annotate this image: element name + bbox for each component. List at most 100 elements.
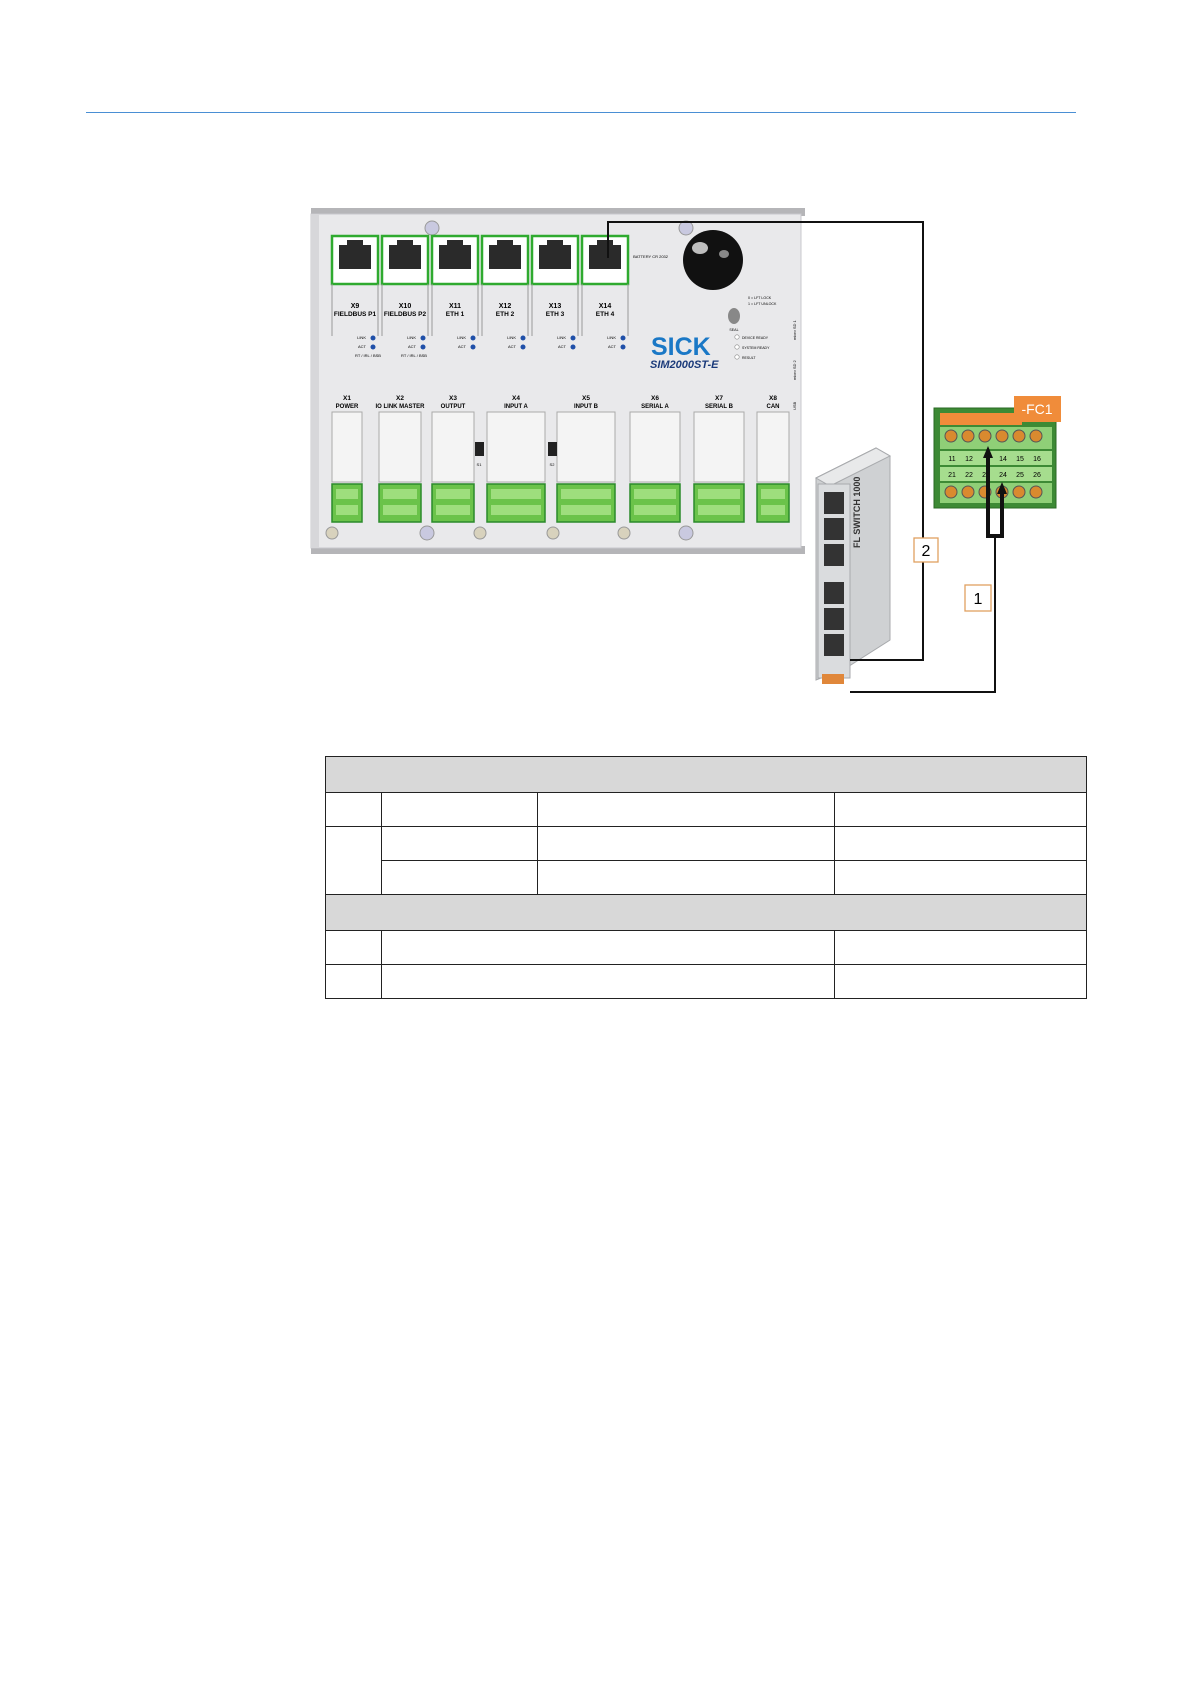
status-led-label: SYSTEM READY	[742, 346, 770, 350]
table-cell	[834, 792, 1087, 827]
connection-table	[325, 756, 1087, 999]
fc1-tag: -FC1	[1021, 401, 1052, 417]
sim2000st-e-device: X9 FIELDBUS P1 LINK ACT X10 FIELDBUS P2 …	[310, 208, 805, 554]
cable-2	[607, 221, 924, 661]
act-label: ACT	[408, 344, 417, 349]
port-id: X13	[549, 303, 562, 310]
table-cell	[834, 860, 1087, 895]
act-label: ACT	[558, 344, 567, 349]
table-cell	[380, 826, 538, 861]
table-cell	[380, 964, 836, 999]
terminal-x8: X8 CAN	[756, 395, 790, 523]
side-label: USB	[792, 401, 797, 410]
terminal-x4: X4 INPUT A	[486, 395, 546, 523]
link-label: LINK	[607, 335, 616, 340]
terminal-id: X1	[343, 395, 351, 402]
table-header-band	[325, 756, 1087, 793]
port-name: ETH 1	[446, 311, 465, 318]
table-cell	[325, 792, 382, 827]
seal-label: SEAL	[729, 328, 738, 332]
bus-label: RT / IRL / BSB	[401, 353, 427, 358]
table-cell	[834, 930, 1087, 965]
link-label: LINK	[357, 335, 366, 340]
arrow-icon	[997, 482, 1007, 494]
pin-label: 24	[999, 472, 1007, 479]
port-name: ETH 4	[596, 311, 615, 318]
wiring-figure: X9 FIELDBUS P1 LINK ACT X10 FIELDBUS P2 …	[310, 208, 1061, 693]
terminal-id: X2	[396, 395, 404, 402]
table-cell	[380, 860, 538, 895]
link-label: LINK	[457, 335, 466, 340]
callout-number: 2	[922, 543, 931, 560]
dip-switch-label: S1	[477, 462, 483, 467]
fc1-terminal-block: -FC1 11 12 14 15 16 21 22 23 24 25 26	[933, 396, 1061, 509]
port-name: ETH 2	[496, 311, 515, 318]
pin-label: 22	[965, 472, 973, 479]
table-cell	[536, 792, 836, 827]
terminal-x7: X7 SERIAL B	[693, 395, 745, 523]
port-name: FIELDBUS P1	[334, 311, 377, 318]
side-label: micro SD 1	[792, 319, 797, 340]
arrow-icon	[983, 446, 993, 458]
dip-label: 1 = LFT UNLOCK	[748, 302, 777, 306]
act-label: ACT	[508, 344, 517, 349]
port-x12: X12 ETH 2 LINK ACT	[480, 234, 530, 350]
terminal-x3: X3 OUTPUT	[431, 395, 475, 523]
link-label: LINK	[407, 335, 416, 340]
table-cell	[380, 792, 538, 827]
act-label: ACT	[608, 344, 617, 349]
port-id: X12	[499, 303, 512, 310]
port-x11: X11 ETH 1 LINK ACT	[430, 234, 480, 350]
terminal-name: IO LINK MASTER	[376, 404, 426, 410]
terminal-id: X4	[512, 395, 520, 402]
table-cell	[380, 930, 836, 965]
port-x14: X14 ETH 4 LINK ACT	[580, 234, 630, 350]
link-label: LINK	[557, 335, 566, 340]
pin-label: 14	[999, 456, 1007, 463]
pin-label: 16	[1033, 456, 1041, 463]
terminal-id: X7	[715, 395, 723, 402]
callout-number: 1	[974, 591, 983, 608]
pin-label: 26	[1033, 472, 1041, 479]
table-cell	[536, 826, 836, 861]
table-cell	[834, 826, 1087, 861]
callout-1: 1	[964, 584, 992, 612]
port-x13: X13 ETH 3 LINK ACT	[530, 234, 580, 350]
pin-label: 11	[948, 456, 955, 463]
battery-label: BATTERY CR 2032	[633, 254, 669, 259]
port-id: X11	[449, 303, 461, 310]
port-id: X14	[599, 303, 612, 310]
terminal-id: X8	[769, 395, 777, 402]
pin-label: 12	[965, 456, 973, 463]
terminal-x5: X5 INPUT B	[556, 395, 616, 523]
table-cell	[834, 964, 1087, 999]
side-label: micro SD 2	[792, 359, 797, 380]
terminal-name: SERIAL B	[705, 404, 734, 410]
pin-label: 25	[1016, 472, 1024, 479]
cable-1	[850, 536, 996, 693]
terminal-x6: X6 SERIAL A	[629, 395, 681, 523]
status-led-label: RESULT	[742, 356, 756, 360]
pin-label: 21	[948, 472, 956, 479]
terminal-x1: X1 POWER	[331, 395, 363, 523]
port-name: ETH 3	[546, 311, 565, 318]
table-cell	[325, 930, 382, 965]
status-led-label: DEVICE READY	[742, 336, 769, 340]
act-label: ACT	[358, 344, 367, 349]
terminal-name: SERIAL A	[641, 404, 669, 410]
port-name: FIELDBUS P2	[384, 311, 427, 318]
table-cell	[536, 860, 836, 895]
terminal-name: INPUT A	[504, 404, 528, 410]
port-id: X9	[351, 303, 360, 310]
port-id: X10	[399, 303, 412, 310]
terminal-id: X3	[449, 395, 457, 402]
table-cell	[325, 826, 382, 895]
pin-label: 15	[1016, 456, 1024, 463]
table-section-band	[325, 894, 1087, 931]
terminal-id: X5	[582, 395, 590, 402]
terminal-name: CAN	[767, 404, 780, 410]
jumper-wires	[986, 456, 1004, 538]
port-x10: X10 FIELDBUS P2 LINK ACT	[380, 234, 430, 350]
dip-switch-label: S2	[550, 462, 556, 467]
terminal-x2: X2 IO LINK MASTER	[376, 395, 426, 523]
